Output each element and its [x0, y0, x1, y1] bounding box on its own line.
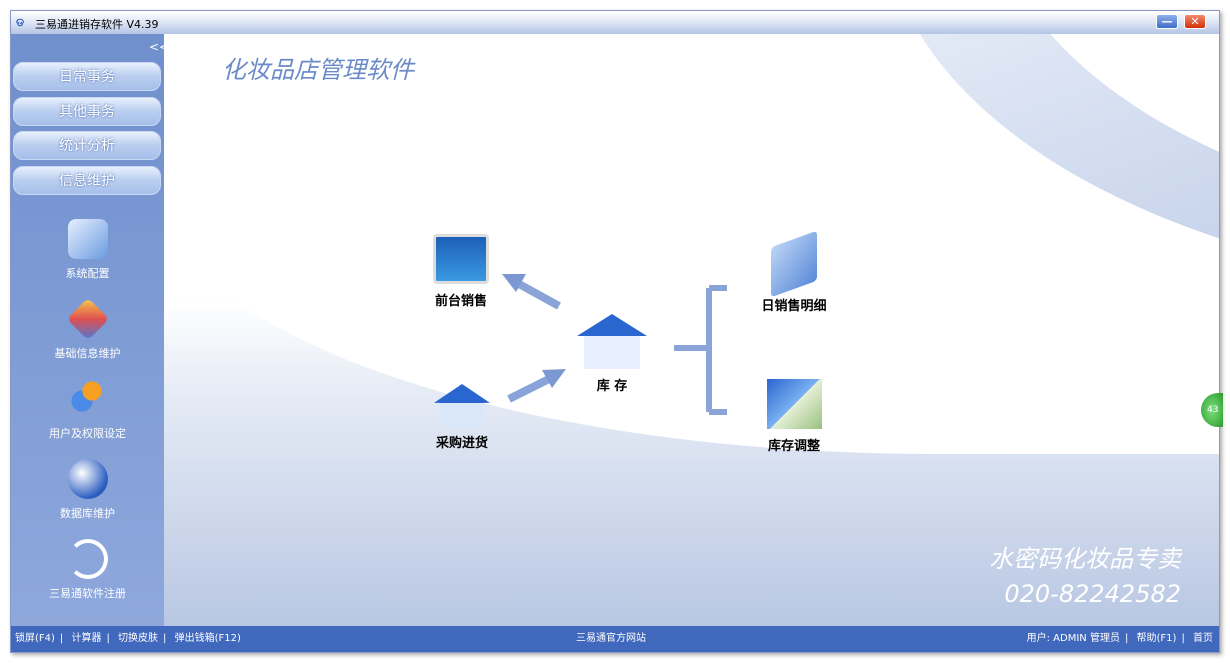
minimize-button[interactable]: —	[1156, 14, 1178, 29]
home-link[interactable]: 首页	[1193, 633, 1213, 644]
house-arrow-icon	[434, 384, 490, 426]
node-purchase[interactable]: 采购进货	[422, 384, 502, 451]
sidebar: << 日常事务 其他事务 统计分析 信息维护 系统配置 基础信息维护 用户及权限…	[11, 34, 169, 626]
help-link[interactable]: 帮助(F1)	[1136, 633, 1177, 644]
house-refresh-icon	[766, 379, 822, 429]
floating-badge[interactable]: 43	[1201, 393, 1223, 427]
open-cash-drawer-link[interactable]: 弹出钱箱(F12)	[174, 633, 241, 644]
window-title: 三易通进销存软件	[35, 18, 123, 31]
arrowhead-sales	[502, 274, 526, 292]
phone: 020-82242582	[1004, 580, 1181, 608]
arrow-from-purchase	[507, 375, 551, 403]
lock-screen-link[interactable]: 锁屏(F4)	[15, 633, 55, 644]
nav-stats[interactable]: 统计分析	[13, 131, 161, 160]
sidebar-item-basic-info[interactable]: 基础信息维护	[11, 297, 164, 361]
flow-arrows	[502, 274, 727, 415]
app-title: 化妆品店管理软件	[222, 56, 414, 84]
users-icon	[67, 379, 108, 419]
sidebar-item-database[interactable]: 数据库维护	[11, 459, 164, 521]
node-stock-adjust[interactable]: 库存调整	[754, 379, 834, 454]
app-window: ଡ 三易通进销存软件 V4.39 — ✕ << 日常事务 其他事务 统计分析 信…	[10, 10, 1220, 653]
official-site-link[interactable]: 三易通官方网站	[576, 633, 646, 644]
current-user: ADMIN 管理员	[1053, 633, 1120, 644]
status-bar: 锁屏(F4)| 计算器| 切换皮肤| 弹出钱箱(F12) 三易通官方网站 用户:…	[11, 626, 1219, 652]
sidebar-item-system-config[interactable]: 系统配置	[11, 219, 164, 281]
logo-icon	[67, 539, 108, 579]
monitor-icon	[433, 234, 489, 284]
switch-skin-link[interactable]: 切换皮肤	[118, 633, 159, 644]
nav-info[interactable]: 信息维护	[13, 166, 161, 195]
house-icon	[577, 314, 647, 369]
cubes-icon	[66, 297, 109, 341]
book-glasses-icon	[771, 230, 817, 298]
sidebar-item-register[interactable]: 三易通软件注册	[11, 539, 164, 601]
nav-daily[interactable]: 日常事务	[13, 62, 161, 91]
calculator-link[interactable]: 计算器	[71, 633, 102, 644]
version: V4.39	[126, 18, 159, 31]
main-panel: 化妆品店管理软件 前台销售 库 存 采购进货 日销售明细 库存调整 水密码化妆品…	[164, 34, 1219, 626]
arrow-to-sales	[517, 280, 561, 310]
arrowhead-inventory	[542, 369, 566, 388]
nav-other[interactable]: 其他事务	[13, 97, 161, 126]
title-bar: ଡ 三易通进销存软件 V4.39 — ✕	[11, 11, 1219, 34]
app-logo-icon: ଡ	[16, 16, 25, 29]
node-front-sales[interactable]: 前台销售	[426, 234, 496, 309]
bracket-connector	[674, 285, 727, 415]
user-label: 用户:	[1026, 633, 1050, 644]
settings-icon	[67, 219, 108, 259]
sidebar-item-users[interactable]: 用户及权限设定	[11, 379, 164, 441]
close-button[interactable]: ✕	[1184, 14, 1206, 29]
globe-icon	[67, 459, 108, 499]
node-daily-detail[interactable]: 日销售明细	[754, 230, 834, 314]
node-inventory[interactable]: 库 存	[572, 314, 652, 394]
